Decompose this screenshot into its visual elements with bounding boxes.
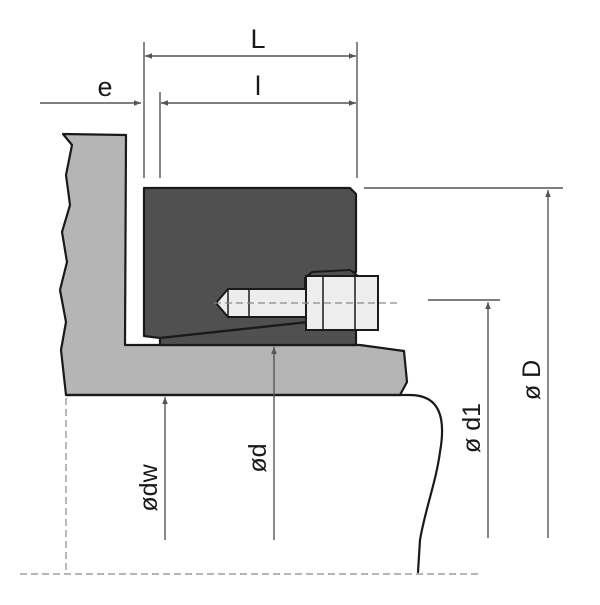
shaft-outline — [64, 393, 444, 574]
label-l: l — [255, 71, 261, 101]
label-d: ød — [244, 443, 272, 472]
label-L: L — [250, 24, 265, 54]
label-e: e — [97, 72, 112, 102]
label-d1: ø d1 — [458, 403, 486, 453]
label-dw: ødw — [135, 463, 163, 511]
label-D: ø D — [518, 360, 546, 400]
